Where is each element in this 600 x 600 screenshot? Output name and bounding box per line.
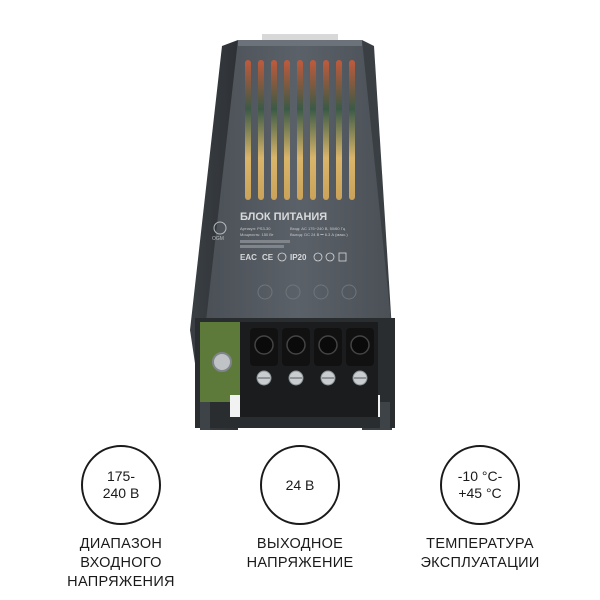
svg-text:IP20: IP20 <box>290 253 307 262</box>
spec-output-voltage-value: 24 В <box>285 476 315 493</box>
svg-text:CE: CE <box>262 253 274 262</box>
label-details-left-2: Мощность: 150 Вт <box>240 232 274 237</box>
ventilation-slots <box>245 60 355 200</box>
spec-operating-temperature: -10 °C- +45 °C ТЕМПЕРАТУРА ЭКСПЛУАТАЦИИ <box>395 445 565 573</box>
svg-text:EAC: EAC <box>240 253 257 262</box>
spec-output-voltage-circle: 24 В <box>260 445 340 525</box>
spec-input-voltage: 175- 240 В ДИАПАЗОН ВХОДНОГО НАПРЯЖЕНИЯ <box>36 445 206 592</box>
spec-input-voltage-value: 175- 240 В <box>102 468 140 501</box>
spec-operating-temperature-value: -10 °C- +45 °C <box>457 468 503 501</box>
spec-operating-temperature-caption: ТЕМПЕРАТУРА ЭКСПЛУАТАЦИИ <box>420 536 540 571</box>
embossed-icons <box>257 284 357 300</box>
brand-logo: OGM <box>212 236 224 242</box>
label-title: БЛОК ПИТАНИЯ <box>240 211 327 223</box>
spec-output-voltage-caption: ВЫХОДНОЕ НАПРЯЖЕНИЕ <box>246 536 354 571</box>
spec-output-voltage: 24 В ВЫХОДНОЕ НАПРЯЖЕНИЕ <box>215 445 385 573</box>
label-details-right: Вход: AC 175~240 В, 50/60 Гц <box>290 226 346 231</box>
power-supply-image: БЛОК ПИТАНИЯ OGM Артикул: PS3-30 Мощност… <box>190 34 395 430</box>
spec-input-voltage-caption: ДИАПАЗОН ВХОДНОГО НАПРЯЖЕНИЯ <box>67 536 175 590</box>
certification-marks: EAC CE IP20 <box>240 252 347 262</box>
spec-input-voltage-circle: 175- 240 В <box>81 445 161 525</box>
label-details-left: Артикул: PS3-30 <box>240 226 271 231</box>
label-details-right-2: Выход: DC 24 В ⎓ 6.3 А (макс.) <box>290 232 348 237</box>
terminal-block <box>240 322 378 417</box>
spec-operating-temperature-circle: -10 °C- +45 °C <box>440 445 520 525</box>
